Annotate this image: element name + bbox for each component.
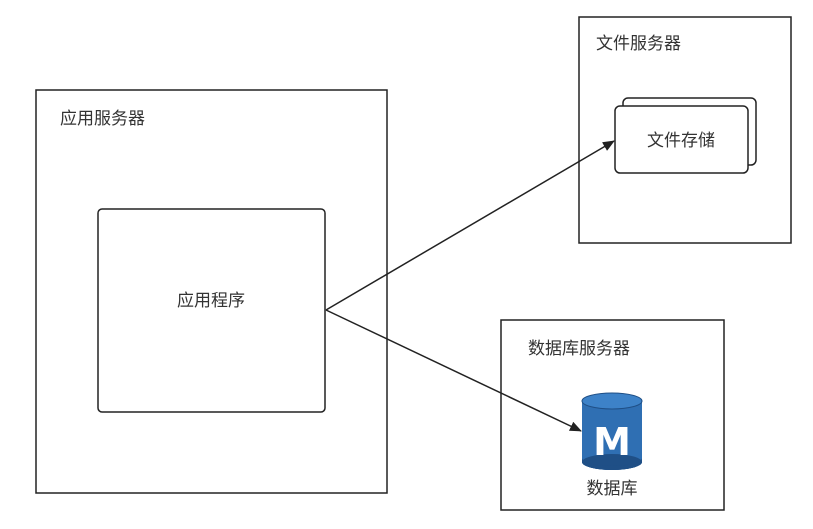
arrow-app-to-database[interactable] — [325, 309, 582, 432]
app-program-box — [97, 208, 326, 413]
db-server-node[interactable]: 数据库服务器 M 数据库 — [500, 319, 725, 511]
file-storage-front-card — [614, 105, 749, 174]
arrow-app-to-file-storage[interactable] — [325, 140, 615, 311]
database-node[interactable]: M 数据库 — [581, 392, 643, 499]
app-program-node[interactable]: 应用程序 — [97, 208, 326, 413]
app-program-label: 应用程序 — [177, 291, 245, 311]
app-server-node[interactable]: 应用服务器 应用程序 — [35, 89, 388, 494]
app-server-title: 应用服务器 — [60, 109, 145, 129]
database-label: 数据库 — [587, 479, 638, 499]
db-server-title: 数据库服务器 — [528, 339, 630, 359]
file-server-title: 文件服务器 — [596, 34, 681, 54]
file-server-node[interactable]: 文件服务器 文件存储 — [578, 16, 792, 244]
database-cylinder-icon: M — [581, 392, 643, 470]
database-icon-letter: M — [593, 420, 631, 464]
file-storage-node[interactable]: 文件存储 — [614, 97, 757, 174]
file-storage-label: 文件存储 — [647, 131, 715, 151]
